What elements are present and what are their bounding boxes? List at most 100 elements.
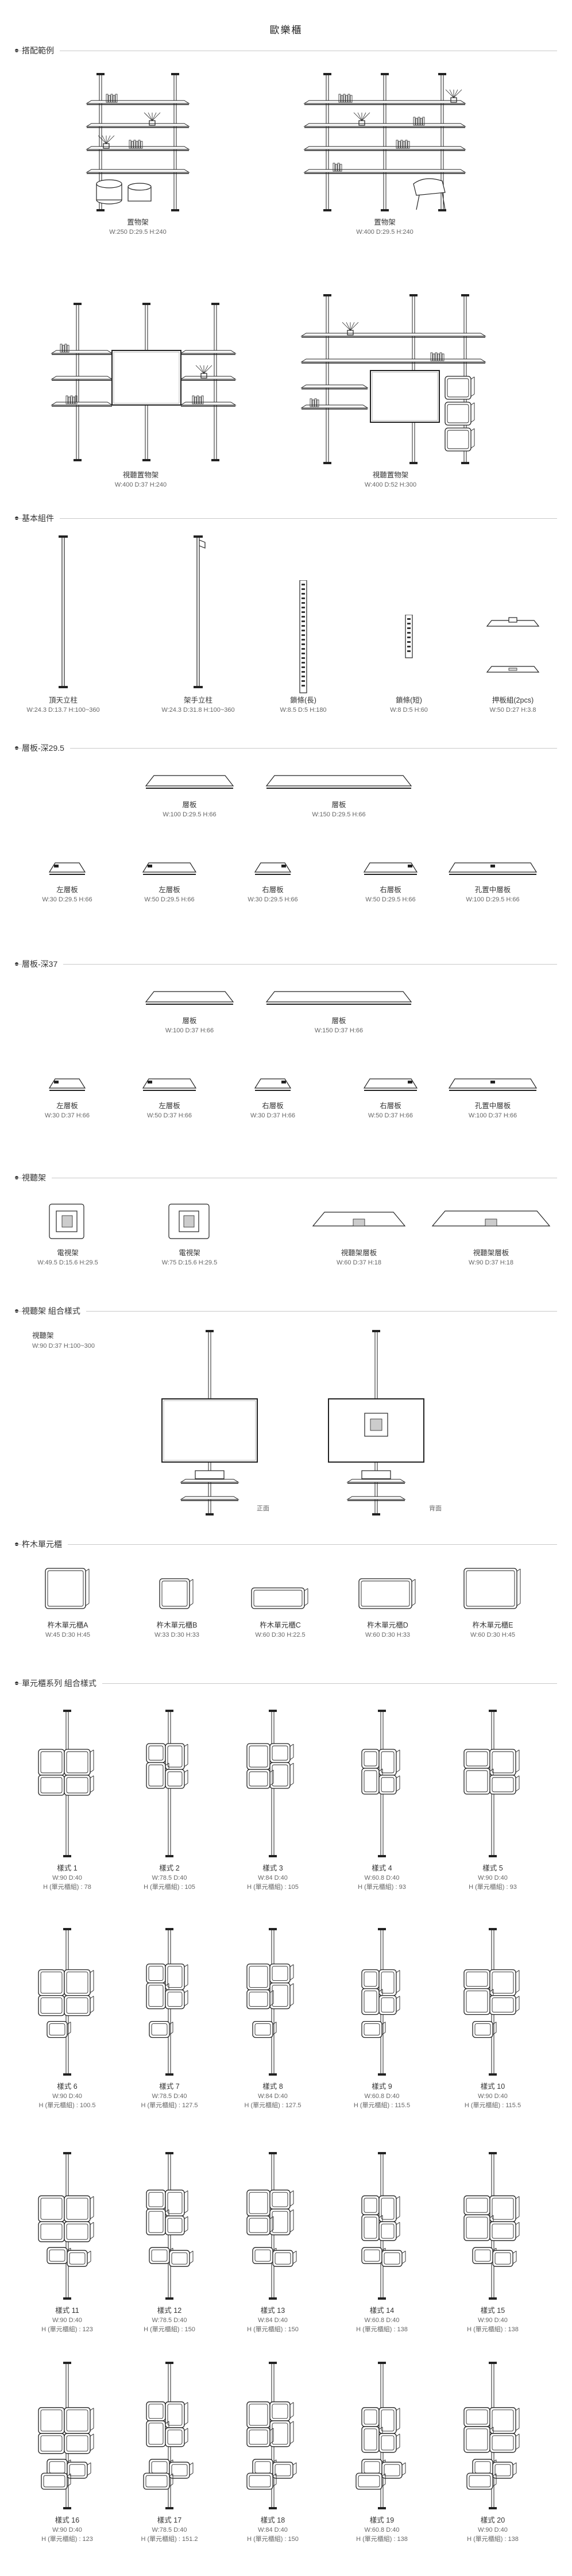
shelf-name: 孔置中層板 bbox=[474, 1102, 511, 1110]
section-unitseries: 單元櫃系列 組合樣式 bbox=[15, 1678, 557, 1689]
shelf-name: 左層板 bbox=[159, 886, 180, 894]
style-dim: W:60.8 D:40 bbox=[364, 2093, 400, 2100]
tv-combo-name: 視聽架 bbox=[32, 1332, 54, 1340]
style-height: H (單元櫃組) : 138 bbox=[356, 2326, 408, 2333]
style-name: 樣式 3 bbox=[262, 1864, 283, 1872]
bracket-pole-drawing bbox=[187, 534, 210, 689]
style-height: H (單元櫃組) : 138 bbox=[467, 2326, 519, 2333]
combo-name: 置物架 bbox=[374, 218, 396, 226]
style-height: H (單元櫃組) : 123 bbox=[41, 2536, 93, 2543]
shelf-name: 右層板 bbox=[380, 1102, 401, 1110]
style-height: H (單元櫃組) : 115.5 bbox=[464, 2102, 521, 2109]
shelf-name: 層板 bbox=[182, 1017, 197, 1025]
shelf-name: 左層板 bbox=[56, 1102, 78, 1110]
style-name: 樣式 13 bbox=[260, 2307, 285, 2315]
tv-part-name: 視聽架層板 bbox=[341, 1249, 377, 1257]
style-height: H (單元櫃組) : 150 bbox=[247, 2326, 299, 2333]
style-dim: W:78.5 D:40 bbox=[152, 2317, 187, 2324]
unit-combo-drawing bbox=[138, 1709, 201, 1858]
divider bbox=[15, 964, 557, 965]
shelf-name: 層板 bbox=[331, 801, 346, 809]
wood-cabinet-name: 杵木單元櫃B bbox=[156, 1621, 198, 1629]
style-height: H (單元櫃組) : 150 bbox=[144, 2326, 195, 2333]
divider bbox=[15, 518, 557, 519]
style-dim: W:84 D:40 bbox=[258, 1875, 288, 1881]
unit-combo-drawing bbox=[36, 2151, 99, 2301]
section-shelf295: 層板-深29.5 bbox=[15, 742, 557, 754]
basic-part-name: 鎖條(短) bbox=[396, 696, 422, 704]
style-name: 樣式 8 bbox=[262, 2083, 283, 2091]
av-shelf-large-drawing bbox=[428, 1206, 554, 1235]
combo-name: 視聽置物架 bbox=[372, 471, 409, 479]
style-name: 樣式 17 bbox=[157, 2516, 182, 2524]
tv-combo-back-drawing bbox=[322, 1327, 431, 1517]
style-dim: W:84 D:40 bbox=[258, 2527, 288, 2533]
basic-part-name: 頂天立柱 bbox=[48, 696, 78, 704]
style-dim: W:90 D:40 bbox=[478, 2093, 508, 2100]
style-dim: W:60.8 D:40 bbox=[364, 2317, 400, 2324]
style-dim: W:60.8 D:40 bbox=[364, 1875, 400, 1881]
ceiling-pole-drawing bbox=[52, 534, 75, 689]
section-tv: 視聽架 bbox=[15, 1172, 557, 1183]
basic-part-dim: W:8 D:5 H:60 bbox=[390, 707, 428, 714]
unit-combo-drawing bbox=[350, 1709, 413, 1858]
tv-part-dim: W:75 D:15.6 H:29.5 bbox=[161, 1259, 218, 1266]
style-name: 樣式 7 bbox=[159, 2083, 180, 2091]
shelf-name: 層板 bbox=[182, 801, 197, 809]
style-name: 樣式 6 bbox=[57, 2083, 78, 2091]
style-name: 樣式 12 bbox=[157, 2307, 182, 2315]
depth37-shelf-small-drawing bbox=[141, 1073, 198, 1096]
style-height: H (單元櫃組) : 151.2 bbox=[141, 2536, 198, 2543]
divider bbox=[15, 1683, 557, 1684]
depth37-shelf-small-drawing bbox=[253, 1073, 293, 1096]
shelf-dim: W:50 D:29.5 H:66 bbox=[144, 896, 195, 903]
tv-combo-dim: W:90 D:37 H:100~300 bbox=[32, 1343, 95, 1349]
depth295-shelf-small-drawing bbox=[362, 857, 419, 880]
unit-combo-drawing bbox=[241, 2361, 304, 2511]
wood-cabinet-dim: W:33 D:30 H:33 bbox=[154, 1632, 200, 1638]
style-height: H (單元櫃組) : 150 bbox=[247, 2536, 299, 2543]
style-dim: W:90 D:40 bbox=[52, 1875, 82, 1881]
unit-combo-drawing bbox=[461, 2361, 524, 2511]
style-height: H (單元櫃組) : 93 bbox=[469, 1884, 517, 1891]
depth295-shelf-small-drawing bbox=[447, 857, 539, 880]
depth295-shelf-small-drawing bbox=[47, 857, 87, 880]
section-combos: 搭配範例 bbox=[15, 45, 557, 56]
style-dim: W:90 D:40 bbox=[478, 2527, 508, 2533]
back-view-label: 背面 bbox=[429, 1505, 442, 1512]
combo-dim: W:250 D:29.5 H:240 bbox=[109, 229, 167, 236]
basic-part-name: 鎖條(長) bbox=[290, 696, 316, 704]
shelf-name: 右層板 bbox=[262, 886, 284, 894]
section-title: 基本組件 bbox=[22, 512, 60, 524]
style-name: 樣式 18 bbox=[260, 2516, 285, 2524]
shelf-dim: W:50 D:37 H:66 bbox=[146, 1112, 192, 1119]
depth37-shelf-drawing bbox=[264, 987, 413, 1010]
page-title: 歐樂櫃 bbox=[269, 25, 303, 36]
shelf-name: 右層板 bbox=[380, 886, 401, 894]
style-name: 樣式 5 bbox=[482, 1864, 503, 1872]
depth37-shelf-drawing bbox=[144, 987, 235, 1010]
style-dim: W:90 D:40 bbox=[478, 2317, 508, 2324]
depth37-shelf-small-drawing bbox=[47, 1073, 87, 1096]
section-tvcombo: 視聽架 組合樣式 bbox=[15, 1305, 557, 1317]
section-title: 杵木單元櫃 bbox=[22, 1538, 68, 1550]
lock-strip-short-drawing bbox=[403, 615, 415, 661]
style-height: H (單元櫃組) : 138 bbox=[467, 2536, 519, 2543]
tv-mount-large-drawing bbox=[167, 1200, 212, 1243]
tv-mount-small-drawing bbox=[45, 1200, 91, 1243]
section-title: 視聽架 bbox=[22, 1172, 52, 1183]
shelf-dim: W:50 D:37 H:66 bbox=[368, 1112, 413, 1119]
unit-combo-drawing bbox=[350, 1927, 413, 2077]
section-title: 搭配範例 bbox=[22, 45, 60, 56]
wood-cabinet-drawing bbox=[358, 1574, 419, 1612]
combo-dim: W:400 D:37 H:240 bbox=[114, 481, 167, 488]
shelf-name: 左層板 bbox=[56, 886, 78, 894]
style-height: H (單元櫃組) : 138 bbox=[356, 2536, 408, 2543]
style-name: 樣式 19 bbox=[369, 2516, 395, 2524]
style-dim: W:90 D:40 bbox=[478, 1875, 508, 1881]
section-shelf37: 層板-深37 bbox=[15, 958, 557, 970]
tv-part-dim: W:49.5 D:15.6 H:29.5 bbox=[37, 1259, 98, 1266]
unit-combo-drawing bbox=[241, 2151, 304, 2301]
tv-part-name: 電視架 bbox=[57, 1249, 79, 1257]
basic-part-dim: W:8.5 D:5 H:180 bbox=[280, 707, 327, 714]
